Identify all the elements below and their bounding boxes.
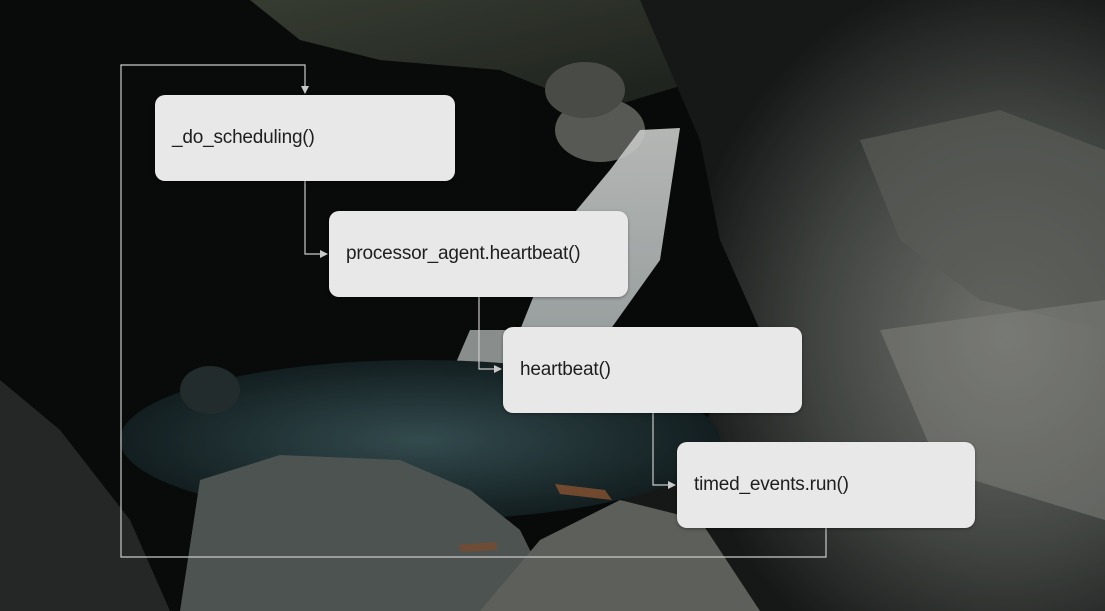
connector-scheduling-to-agent [304,181,328,258]
node-label: _do_scheduling() [172,127,315,148]
node-label: processor_agent.heartbeat() [346,243,581,264]
node-heartbeat: heartbeat() [503,327,802,413]
connector-agent-to-heartbeat [478,297,502,373]
node-label: timed_events.run() [694,474,849,495]
node-do-scheduling: _do_scheduling() [155,95,455,181]
node-timed-events-run: timed_events.run() [677,442,975,528]
loop-connector [120,64,827,558]
node-processor-agent-heartbeat: processor_agent.heartbeat() [329,211,628,297]
connector-heartbeat-to-timed-events [652,413,676,489]
node-label: heartbeat() [520,359,611,380]
